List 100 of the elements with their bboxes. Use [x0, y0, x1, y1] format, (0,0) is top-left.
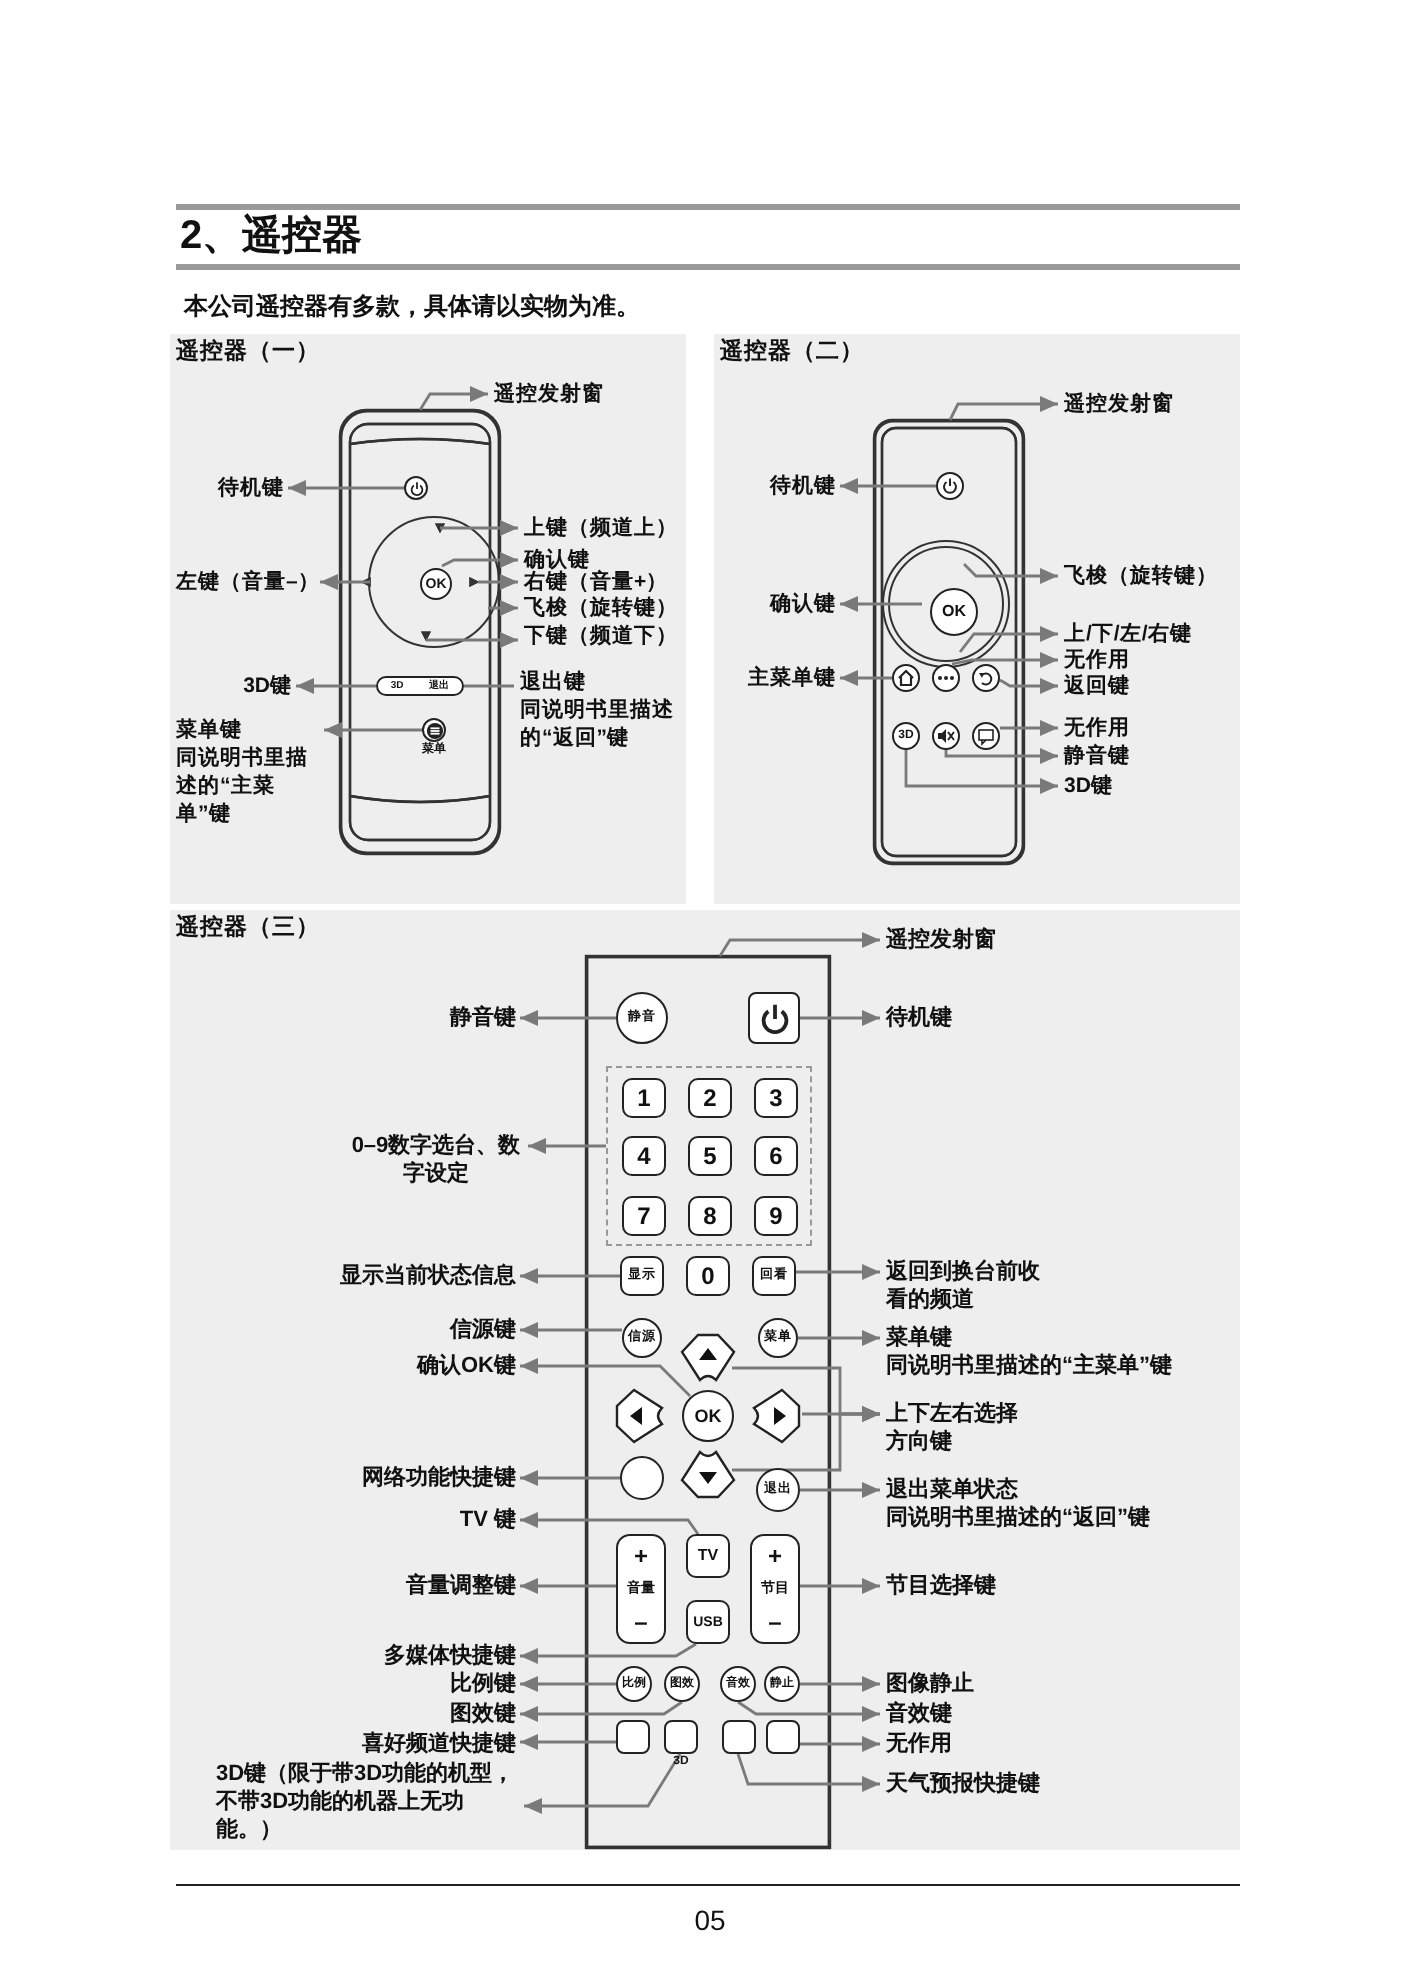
leader-line [736, 1753, 880, 1792]
callout-text: 确认键 [724, 590, 836, 618]
section-title: 2、遥控器 [180, 212, 363, 260]
panel [170, 334, 686, 904]
callout-text: 同说明书里描述的“主菜单”键 [886, 1352, 1174, 1380]
remote-button: 9 [754, 1196, 798, 1236]
leader-line [944, 748, 1058, 764]
callout-text: 3D键（限于带3D功能的机型，不带3D功能的机器上无功能。） [216, 1760, 520, 1844]
remote-button: OK [930, 588, 978, 636]
callout-text: 同说明书里描述的“返回”键 [520, 696, 676, 752]
leader-line [520, 1578, 616, 1594]
intro-text: 本公司遥控器有多款，具体请以实物为准。 [184, 292, 640, 322]
callout-text: 退出键 [520, 668, 588, 696]
leader-line [520, 1322, 622, 1338]
leader-line [426, 632, 518, 648]
remote-button [722, 1720, 756, 1754]
leader-line [296, 678, 376, 694]
remote-button: 7 [622, 1196, 666, 1236]
callout-text: 返回键 [1064, 672, 1184, 700]
leader-line [840, 596, 922, 612]
callout-text: 返回到换台前收看的频道 [886, 1258, 1046, 1314]
callout-text: 主菜单键 [716, 664, 836, 692]
leader-line [948, 396, 1058, 421]
leader-line [798, 1330, 880, 1346]
callout-text: 下键（频道下） [524, 622, 684, 650]
leader-line [520, 1268, 620, 1284]
leader-line [520, 1512, 700, 1535]
callout-text: 显示当前状态信息 [280, 1262, 516, 1290]
callout-text: 静音键 [1064, 742, 1184, 770]
leader-line [800, 1482, 880, 1498]
callout-text: 静音键 [380, 1004, 516, 1032]
panel [714, 334, 1240, 904]
leader-line [840, 670, 892, 686]
callout-text: 上键（频道上） [524, 514, 684, 542]
leader-line [800, 1736, 880, 1752]
page-number: 05 [692, 1904, 728, 1936]
arrow-key [750, 1384, 802, 1448]
callout-text: 无作用 [886, 1730, 1006, 1758]
leader-line [324, 722, 422, 738]
leader-line [528, 1138, 606, 1154]
leader-line [520, 1700, 683, 1722]
panel [170, 910, 1240, 1850]
callout-text: 天气预报快捷键 [886, 1770, 1086, 1798]
arrow-key [676, 1448, 740, 1500]
leader-line [951, 652, 1058, 668]
callout-text: 节目选择键 [886, 1572, 1046, 1600]
leader-line [520, 1676, 616, 1692]
callout-text: 喜好频道快捷键 [320, 1730, 516, 1758]
callout-text: 待机键 [724, 472, 836, 500]
remote-button [620, 1456, 664, 1500]
leader-line [418, 386, 488, 411]
leader-line [904, 750, 1058, 794]
leader-line [737, 1700, 880, 1722]
callout-text: 遥控发射窗 [494, 380, 674, 408]
leader-line [796, 1264, 880, 1280]
remote-button: TV [686, 1534, 730, 1578]
remote-button [664, 1720, 698, 1754]
leader-line [440, 520, 518, 536]
remote-button: 2 [688, 1078, 732, 1118]
panel-heading: 遥控器（三） [176, 914, 320, 942]
leader-line [1000, 720, 1058, 736]
callout-text: 待机键 [176, 474, 284, 502]
leader-line [800, 1578, 880, 1594]
leader-line [488, 600, 518, 616]
callout-text: 飞梭（旋转键） [524, 594, 684, 622]
remote-button: 1 [622, 1078, 666, 1118]
callout-text: 无作用 [1064, 714, 1184, 742]
callout-text: 确认OK键 [360, 1352, 516, 1380]
callout-text: 右键（音量+） [524, 568, 684, 596]
callout-text: 遥控发射窗 [1064, 390, 1232, 418]
panel-heading: 遥控器（二） [720, 338, 864, 366]
callout-text: 图效键 [380, 1700, 516, 1728]
panel-heading: 遥控器（一） [176, 338, 320, 366]
callout-text: 3D键 [1064, 772, 1184, 800]
callout-text: 待机键 [886, 1004, 1006, 1032]
callout-text: 遥控发射窗 [886, 926, 1086, 954]
leader-line [464, 684, 514, 688]
leader-line [478, 574, 518, 590]
remote-button: OK [682, 1390, 734, 1442]
leader-line [718, 932, 880, 957]
leader-line [800, 1010, 880, 1026]
leader-line [963, 563, 1058, 584]
callout-text: 信源键 [380, 1316, 516, 1344]
callout-text: 多媒体快捷键 [340, 1642, 516, 1670]
leader-line [840, 478, 936, 494]
callout-text: 同说明书里描述的“返回”键 [886, 1504, 1152, 1532]
callout-text: 比例键 [380, 1670, 516, 1698]
remote-button: 3 [754, 1078, 798, 1118]
leader-line [999, 678, 1058, 694]
leader-line [520, 1358, 691, 1397]
callout-text: 无作用 [1064, 646, 1184, 674]
leader-line [958, 626, 1058, 653]
callout-text: 上/下/左/右键 [1064, 620, 1236, 648]
remote-button: 8 [688, 1196, 732, 1236]
callout-text: 菜单键 [886, 1324, 954, 1352]
leader-line [520, 1470, 620, 1486]
leader-line [732, 1406, 880, 1472]
callout-text: 同说明书里描述的“主菜单”键 [176, 744, 310, 828]
remote-button: 5 [688, 1136, 732, 1176]
callout-text: 左键（音量–） [176, 568, 316, 596]
